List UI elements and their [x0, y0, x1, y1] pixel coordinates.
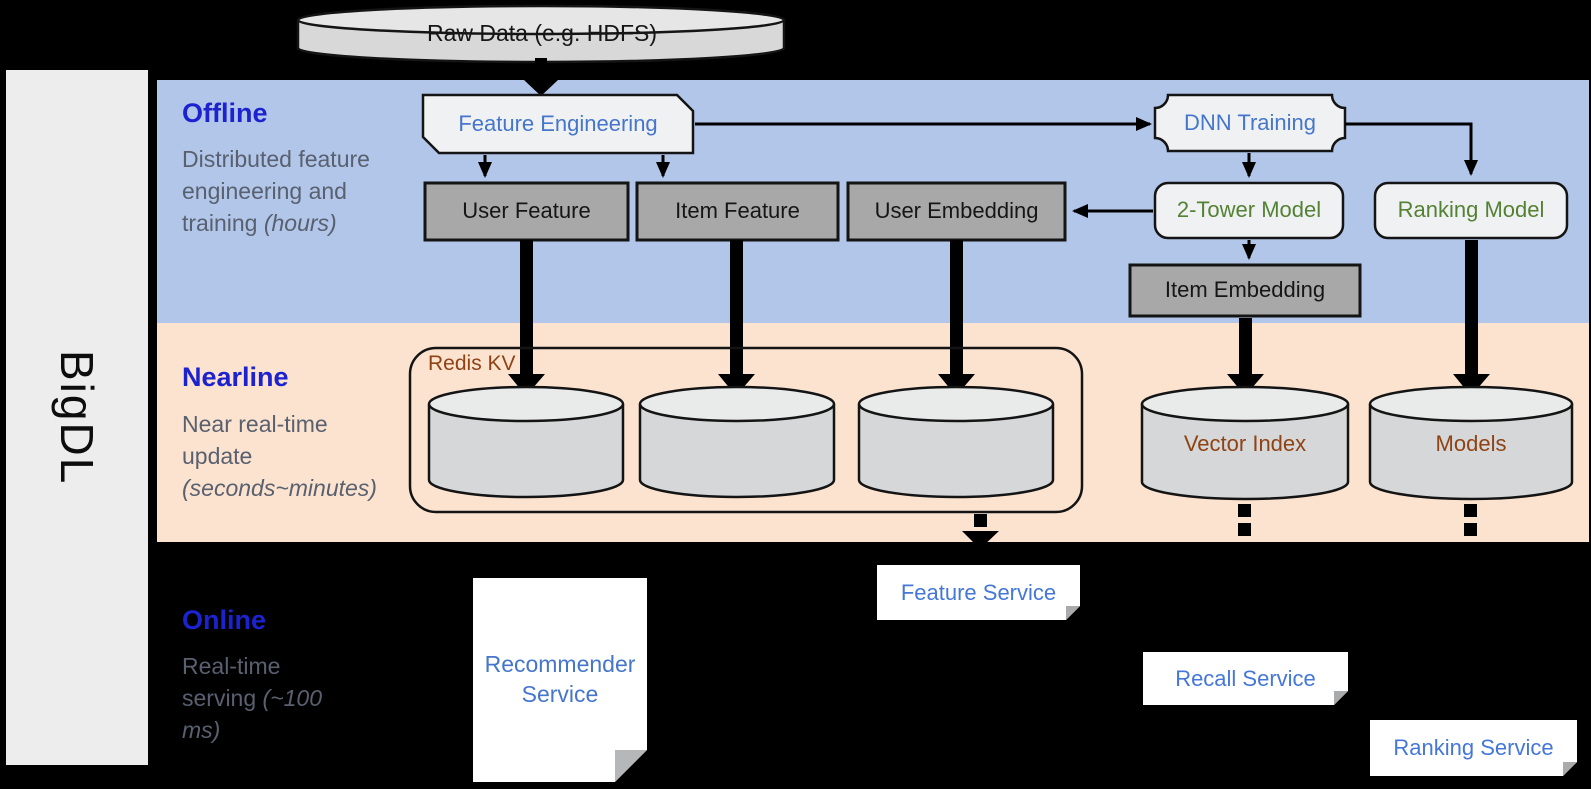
nearline-lane-title: Nearline [182, 362, 289, 392]
folded-corner-icon [1334, 691, 1348, 705]
two-tower-model-label: 2-Tower Model [1176, 197, 1322, 223]
user-embedding-label: User Embedding [874, 198, 1039, 224]
dnn-training-label: DNN Training [1183, 109, 1317, 135]
offline-lane-title: Offline [182, 98, 268, 128]
bigdl-sidebar: BigDL [6, 70, 148, 765]
vector-index-label: Vector Index [1183, 430, 1307, 456]
online-desc-text: Real-time serving [182, 653, 281, 711]
online-lane-desc: Real-time serving (~100 ms) [182, 650, 332, 746]
recommender-service-label: Recommender Service [484, 651, 636, 707]
user-feature-label: User Feature [462, 198, 591, 224]
item-embedding-label: Item Embedding [1164, 277, 1326, 303]
feature-service-box: Feature Service [877, 565, 1080, 620]
online-lane-title: Online [182, 605, 267, 635]
item-feature-label: Item Feature [675, 198, 800, 224]
offline-lane-desc: Distributed feature engineering and trai… [182, 143, 382, 239]
nearline-desc-note: (seconds~minutes) [182, 475, 377, 501]
offline-desc-text: Distributed feature engineering and trai… [182, 146, 370, 236]
folded-corner-icon [615, 750, 647, 782]
redis-kv-label: Redis KV [428, 352, 516, 375]
folded-corner-icon [1066, 606, 1080, 620]
offline-desc-note: (hours) [263, 210, 337, 236]
feature-engineering-label: Feature Engineering [458, 110, 658, 136]
recommender-service-doc: Recommender Service [473, 578, 647, 782]
feature-service-label: Feature Service [900, 579, 1057, 605]
recall-service-label: Recall Service [1175, 665, 1316, 691]
ranking-model-label: Ranking Model [1397, 197, 1545, 223]
ranking-service-label: Ranking Service [1393, 735, 1554, 761]
online-desc-note: (~100 ms) [182, 685, 323, 743]
models-label: Models [1435, 430, 1507, 456]
ranking-service-box: Ranking Service [1370, 720, 1577, 776]
raw-data-label: Raw Data (e.g. HDFS) [426, 20, 658, 47]
folded-corner-icon [1563, 762, 1577, 776]
nearline-lane-desc: Near real-time update (seconds~minutes) [182, 408, 392, 504]
bigdl-brand-label: BigDL [51, 349, 103, 486]
recall-service-box: Recall Service [1143, 652, 1348, 705]
nearline-desc-text: Near real-time update [182, 411, 328, 469]
